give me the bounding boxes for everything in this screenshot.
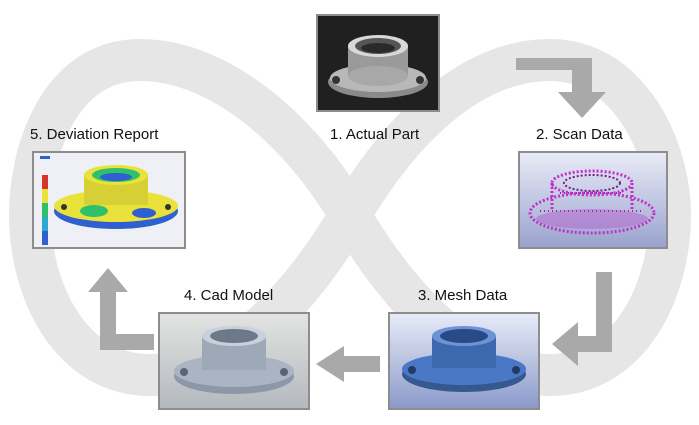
cad-model-image bbox=[158, 312, 310, 410]
step-1-label: 1. Actual Part bbox=[330, 126, 420, 143]
arrow-left-icon bbox=[316, 346, 380, 382]
step-5-label: 5. Deviation Report bbox=[30, 126, 159, 143]
actual-part-image bbox=[316, 14, 440, 112]
step-3-label: 3. Mesh Data bbox=[418, 287, 508, 304]
deviation-report-image bbox=[32, 151, 186, 249]
arrow-right-down-icon bbox=[516, 58, 606, 118]
arrow-up-icon bbox=[88, 268, 154, 350]
arrow-down-left-icon bbox=[552, 272, 612, 366]
mesh-data-image bbox=[388, 312, 540, 410]
step-4-label: 4. Cad Model bbox=[184, 287, 274, 304]
step-2-label: 2. Scan Data bbox=[536, 126, 623, 143]
scan-data-image bbox=[518, 151, 668, 249]
